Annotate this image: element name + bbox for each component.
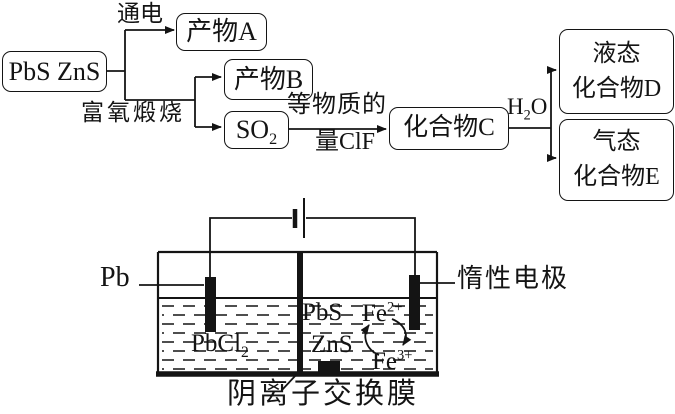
label-h2o: H2O	[507, 94, 548, 124]
label-equimolar-line1: 等物质的	[287, 92, 387, 118]
left-electrode	[205, 277, 216, 332]
so2-text: SO2	[235, 115, 278, 149]
flow-box-product-a: 产物A	[176, 13, 267, 51]
zns-label: ZnS	[311, 331, 353, 358]
membrane-label: 阴离子交换膜	[226, 378, 419, 410]
compound-d-line2: 化合物D	[571, 75, 662, 102]
pb-electrode-label: Pb	[100, 262, 130, 293]
pbcl2-label: PbCl2	[191, 330, 249, 361]
flow-box-product-b: 产物B	[224, 59, 313, 100]
circuit-wires	[209, 217, 416, 277]
fe-cycle-arrows	[360, 318, 412, 356]
battery-icon	[292, 198, 305, 238]
product-b-text: 产物B	[233, 64, 304, 94]
pbs-zns-text: PbS ZnS	[8, 56, 101, 86]
flow-box-compound-c: 化合物C	[389, 107, 509, 150]
flow-box-compound-e: 气态 化合物E	[559, 119, 674, 201]
right-electrode	[409, 275, 420, 330]
deposit-solid	[318, 361, 340, 375]
membrane-bar	[297, 252, 303, 375]
compound-c-text: 化合物C	[403, 114, 495, 142]
fe2-ion-label: Fe2+	[362, 299, 403, 327]
flow-box-so2: SO2	[224, 111, 289, 149]
flow-box-pbs-zns: PbS ZnS	[2, 51, 107, 92]
product-a-text: 产物A	[186, 17, 257, 47]
compound-e-line1: 气态	[592, 129, 641, 156]
flow-connectors	[106, 26, 557, 162]
compound-e-line2: 化合物E	[573, 164, 660, 190]
flow-box-compound-d: 液态 化合物D	[559, 29, 674, 114]
inert-electrode-label: 惰性电极	[457, 264, 570, 293]
label-calcination: 富氧煅烧	[81, 100, 185, 125]
leader-lines	[139, 282, 455, 391]
pbs-label: PbS	[302, 299, 343, 326]
fe3-ion-label: Fe3+	[372, 347, 413, 375]
label-equimolar-line2: 量ClF	[314, 129, 376, 155]
label-electrify: 通电	[117, 1, 163, 26]
compound-d-line1: 液态	[592, 40, 641, 67]
